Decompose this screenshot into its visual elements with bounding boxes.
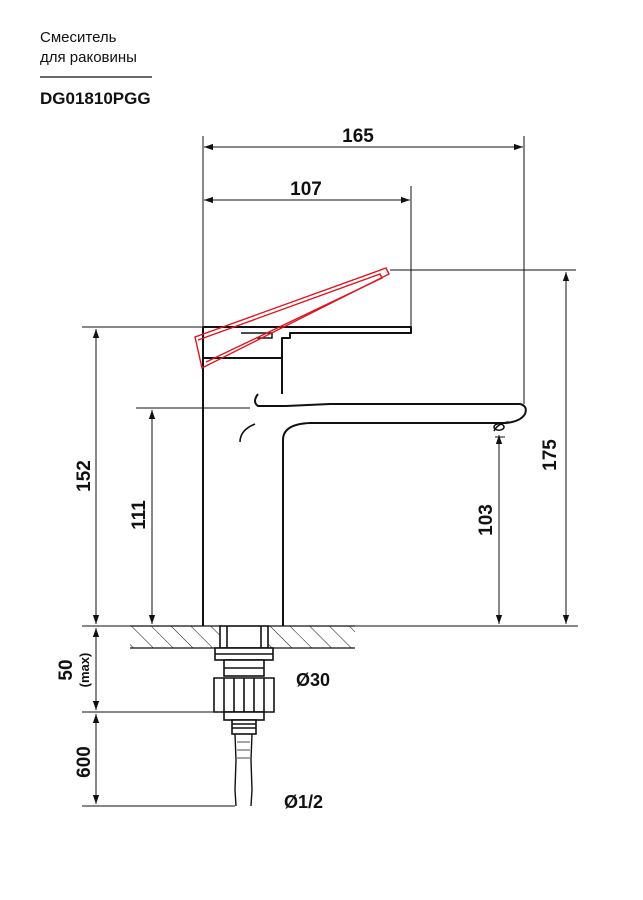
dim-inlet-diameter: Ø1/2 <box>284 792 323 812</box>
product-title-line2: для раковины <box>40 49 137 66</box>
dim-total-height: 175 <box>540 439 561 471</box>
dim-spout-clearance: 111 <box>129 500 150 530</box>
dim-body-height: 152 <box>74 460 95 492</box>
extension-lines <box>82 136 578 807</box>
handle-highlight <box>194 267 390 370</box>
dim-aerator-height: 103 <box>476 504 497 536</box>
dim-handle-length: 107 <box>290 179 322 200</box>
model-number: DG01810PGG <box>40 89 151 108</box>
dim-max-label: (max) <box>77 653 92 688</box>
inlet-hose <box>234 733 253 807</box>
product-title-line1: Смеситель <box>40 29 117 46</box>
dim-counter-thickness: 50 <box>56 659 77 680</box>
countertop-section <box>130 625 355 649</box>
dim-hose-length: 600 <box>74 746 95 778</box>
faucet-body <box>202 326 527 626</box>
dim-overall-width: 165 <box>342 126 374 147</box>
dimension-lines <box>92 143 570 804</box>
mounting-shank <box>213 625 275 735</box>
dim-thread-diameter: Ø30 <box>296 670 330 690</box>
